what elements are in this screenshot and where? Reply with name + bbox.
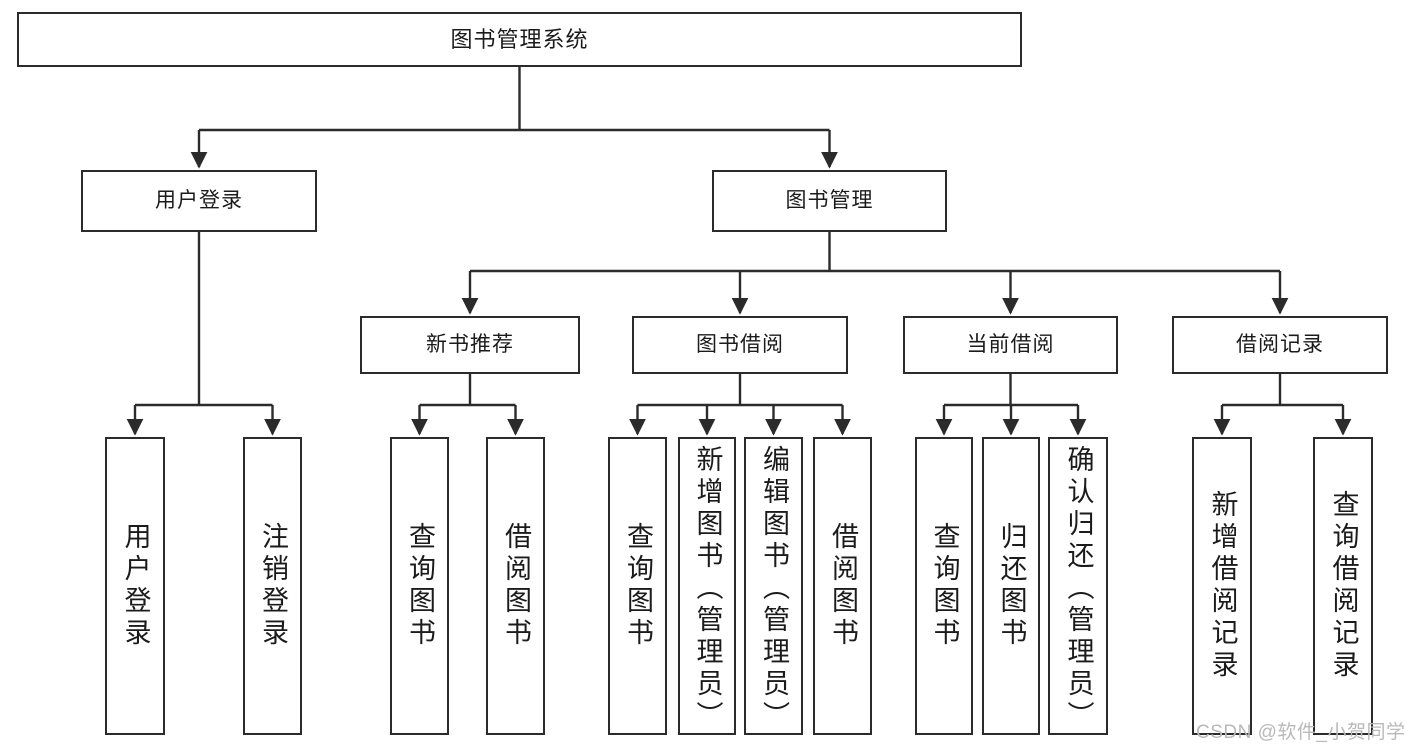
node-label: 注销登录 [258,522,288,650]
node-label: 图书管理 [785,188,874,212]
node-leaf-confirm-return-admin: 确认归还（管理员） [1048,437,1108,735]
node-book-borrow: 图书借阅 [632,316,848,374]
node-label: 图书借阅 [696,332,784,356]
node-label: 查询借阅记录 [1328,490,1359,682]
node-label: 查询图书 [405,522,435,650]
node-leaf-query-borrow-record: 查询借阅记录 [1313,437,1373,735]
node-label: 归还图书 [996,522,1027,650]
node-label: 借阅记录 [1236,332,1324,356]
node-root: 图书管理系统 [17,12,1022,67]
node-leaf-query-book-2: 查询图书 [608,437,667,735]
node-leaf-return-book: 归还图书 [982,437,1040,735]
node-current-borrow: 当前借阅 [903,316,1118,374]
node-label: 当前借阅 [966,332,1055,356]
node-user-login: 用户登录 [81,170,317,232]
node-borrow-record: 借阅记录 [1172,316,1388,374]
node-label: 查询图书 [623,522,653,650]
node-label: 查询图书 [929,522,960,650]
node-label: 图书管理系统 [450,26,589,52]
node-leaf-borrow-book-1: 借阅图书 [486,437,545,735]
node-label: 编辑图书（管理员） [759,445,789,733]
node-leaf-borrow-book-2: 借阅图书 [813,437,872,735]
node-leaf-add-borrow-record: 新增借阅记录 [1192,437,1252,735]
node-label: 用户登录 [155,188,243,212]
node-leaf-user-login: 用户登录 [105,437,165,735]
node-new-book-rec: 新书推荐 [360,316,580,374]
node-leaf-edit-book-admin: 编辑图书（管理员） [744,437,803,735]
node-label: 借阅图书 [828,522,858,650]
node-label: 新增图书（管理员） [692,445,723,733]
node-leaf-user-logout: 注销登录 [243,437,302,735]
node-leaf-query-book-1: 查询图书 [390,437,449,735]
node-leaf-add-book-admin: 新增图书（管理员） [678,437,736,735]
node-label: 新书推荐 [426,332,514,356]
node-label: 用户登录 [120,522,151,650]
node-label: 新增借阅记录 [1207,490,1238,682]
node-book-manage: 图书管理 [712,170,947,232]
node-label: 借阅图书 [501,522,531,650]
node-label: 确认归还（管理员） [1063,445,1094,733]
node-leaf-query-book-3: 查询图书 [915,437,973,735]
